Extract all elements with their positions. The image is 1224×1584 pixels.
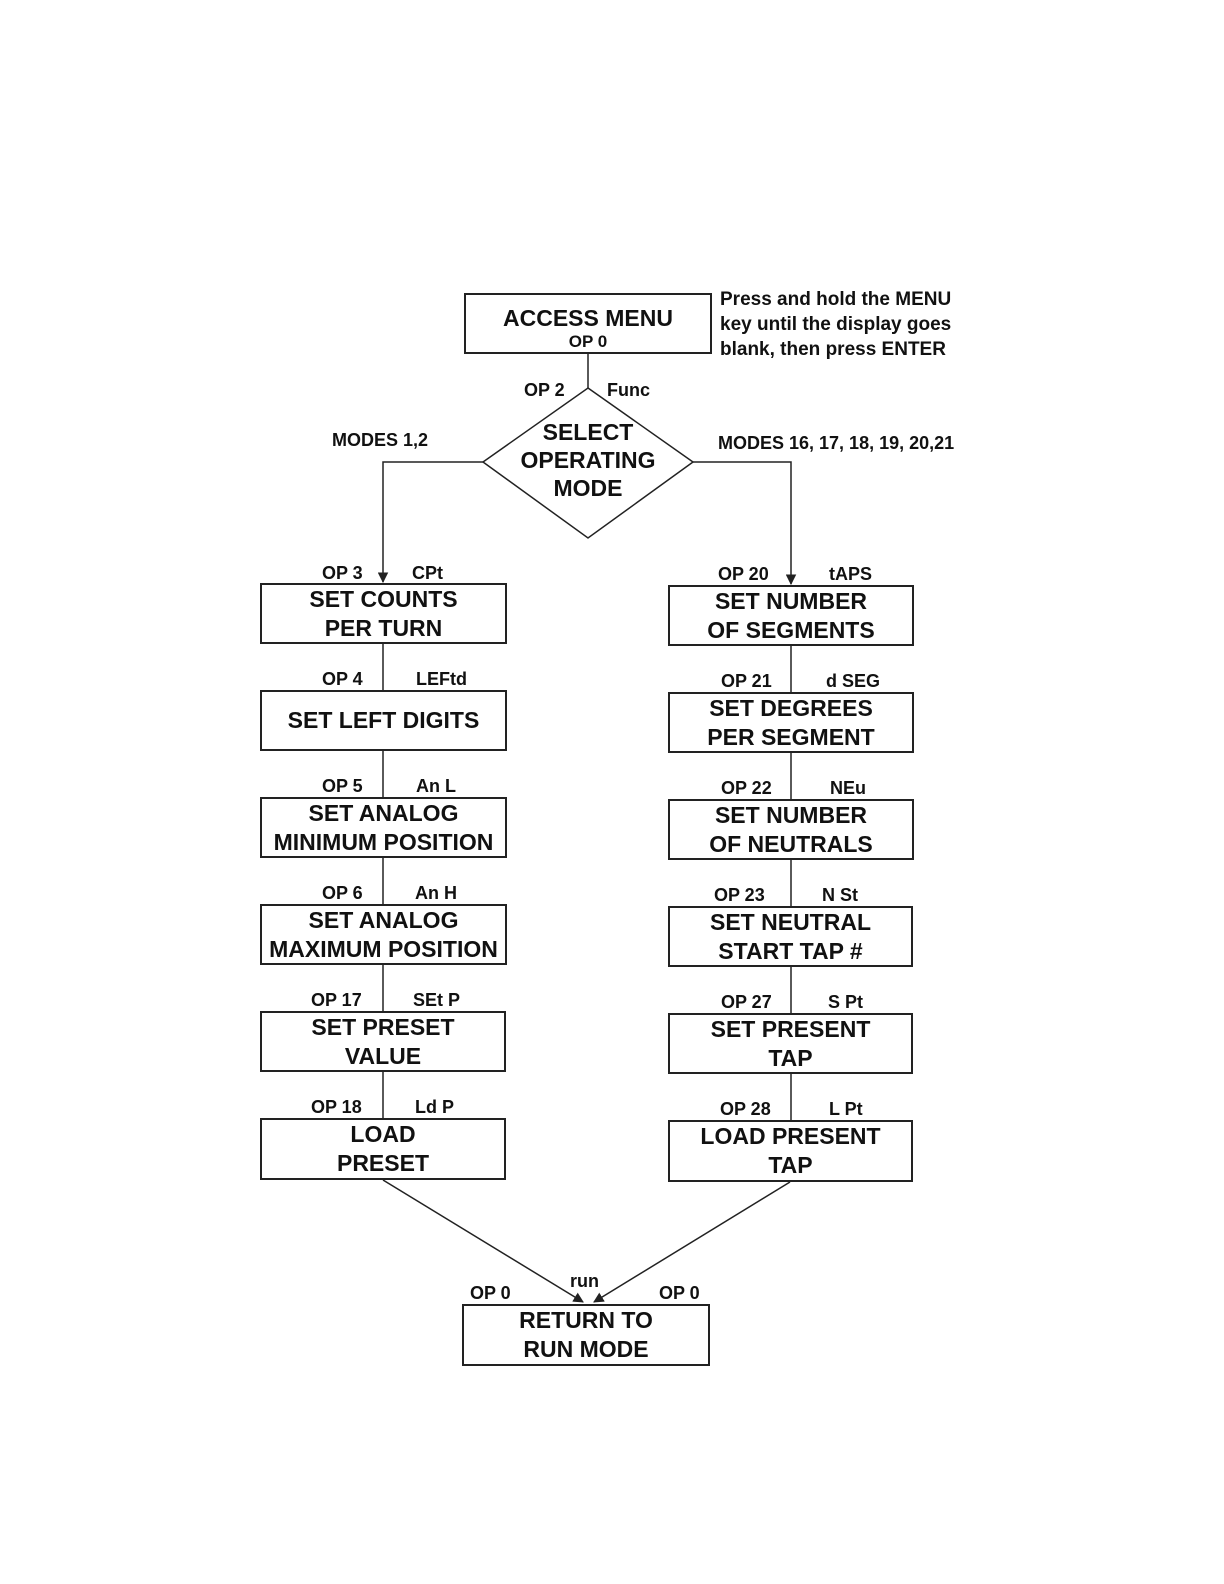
- connector-right-to-return: [593, 1181, 791, 1303]
- set-counts-per-turn-box: SET COUNTS PER TURN: [260, 583, 507, 644]
- left-4-op: OP 6: [322, 883, 363, 903]
- left-2-code: LEFtd: [416, 669, 467, 689]
- set-number-of-neutrals-box: SET NUMBER OF NEUTRALS: [668, 799, 914, 860]
- left-6-op: OP 18: [311, 1097, 362, 1117]
- left-6-code: Ld P: [415, 1097, 454, 1117]
- set-analog-maximum-box: SET ANALOG MAXIMUM POSITION: [260, 904, 507, 965]
- left-4-code: An H: [415, 883, 457, 903]
- set-left-digits-box: SET LEFT DIGITS: [260, 690, 507, 751]
- right-5-code: S Pt: [828, 992, 864, 1012]
- left-3-op: OP 5: [322, 776, 363, 796]
- left-5-op: OP 17: [311, 990, 362, 1010]
- load-preset-box: LOAD PRESET: [260, 1118, 506, 1180]
- access-menu-title: ACCESS MENU: [503, 304, 673, 331]
- select-operating-mode-diamond: [481, 387, 695, 539]
- select-operating-mode-text: SELECT OPERATING MODE: [520, 419, 656, 501]
- right-4-op: OP 23: [714, 885, 765, 905]
- connector-left-to-return: [382, 1179, 584, 1303]
- left-1-code: CPt: [412, 563, 443, 583]
- left-1-op: OP 3: [322, 563, 363, 583]
- right-2-code: d SEG: [826, 671, 881, 691]
- return-run-code: run: [570, 1271, 599, 1291]
- right-3-op: OP 22: [721, 778, 772, 798]
- return-to-run-mode-box: RETURN TO RUN MODE: [462, 1304, 710, 1366]
- connector-modes-left: [377, 461, 483, 584]
- set-preset-value-box: SET PRESET VALUE: [260, 1011, 506, 1072]
- return-op-left: OP 0: [470, 1283, 511, 1303]
- right-6-code: L Pt: [829, 1099, 863, 1119]
- right-4-code: N St: [822, 885, 858, 905]
- right-5-op: OP 27: [721, 992, 772, 1012]
- right-1-code: tAPS: [829, 564, 873, 584]
- return-op-right: OP 0: [659, 1283, 700, 1303]
- modes-right-label: MODES 16, 17, 18, 19, 20,21: [718, 433, 955, 453]
- select-code-label: Func: [607, 380, 650, 400]
- modes-left-label: MODES 1,2: [332, 430, 429, 450]
- left-5-code: SEt P: [413, 990, 461, 1010]
- left-2-op: OP 4: [322, 669, 363, 689]
- access-menu-op: OP 0: [568, 331, 608, 351]
- load-present-tap-box: LOAD PRESENT TAP: [668, 1120, 913, 1182]
- select-op-label: OP 2: [524, 380, 565, 400]
- left-3-code: An L: [416, 776, 456, 796]
- connector-modes-right: [693, 461, 797, 586]
- set-analog-minimum-box: SET ANALOG MINIMUM POSITION: [260, 797, 507, 858]
- right-2-op: OP 21: [721, 671, 772, 691]
- set-present-tap-box: SET PRESENT TAP: [668, 1013, 913, 1074]
- right-3-code: NEu: [830, 778, 866, 798]
- right-1-op: OP 20: [718, 564, 769, 584]
- set-number-of-segments-box: SET NUMBER OF SEGMENTS: [668, 585, 914, 646]
- set-neutral-start-tap-box: SET NEUTRAL START TAP #: [668, 906, 913, 967]
- access-instructions: Press and hold the MENU key until the di…: [720, 289, 952, 360]
- right-6-op: OP 28: [720, 1099, 771, 1119]
- access-menu-box: ACCESS MENU OP 0: [464, 293, 712, 354]
- set-degrees-per-segment-box: SET DEGREES PER SEGMENT: [668, 692, 914, 753]
